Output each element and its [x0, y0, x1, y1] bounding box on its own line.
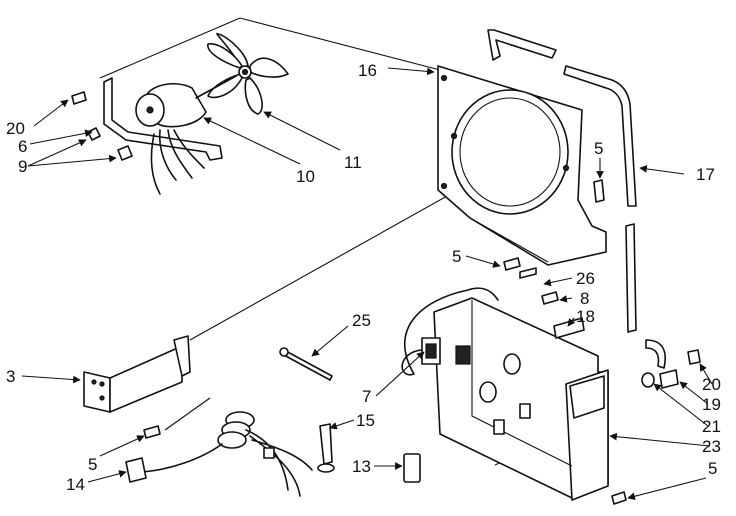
callout-25: 25 [352, 311, 371, 330]
fan-shroud-panel [437, 65, 607, 266]
power-cord [125, 411, 313, 497]
fan-blade [207, 32, 289, 115]
callout-8: 8 [580, 289, 589, 308]
callout-17: 17 [696, 165, 715, 184]
callout-20-right: 20 [702, 375, 721, 394]
callout-21: 21 [702, 417, 721, 436]
callout-18: 18 [576, 307, 595, 326]
callout-leaders [21, 67, 713, 501]
thermostat-probe [279, 347, 333, 381]
callout-23: 23 [702, 437, 721, 456]
screws-right [503, 179, 627, 505]
capacitor [403, 453, 421, 483]
thermostat-control [401, 287, 499, 376]
callout-5-mid: 5 [452, 247, 461, 266]
callout-26: 26 [576, 269, 595, 288]
callout-16: 16 [358, 61, 377, 80]
callout-13: 13 [352, 457, 371, 476]
callout-20-left: 20 [6, 119, 25, 138]
control-panel-assembly [433, 297, 609, 501]
clamp-hardware [641, 339, 701, 389]
screw-15 [317, 423, 335, 473]
gasket-strips [487, 29, 637, 333]
callout-11: 11 [344, 153, 362, 172]
callout-19: 19 [702, 395, 721, 414]
callout-labels: 16 20 6 9 10 11 5 17 5 26 8 18 25 3 7 15… [6, 61, 721, 494]
callout-9: 9 [18, 157, 27, 176]
callout-14: 14 [66, 475, 85, 494]
callout-5-top: 5 [594, 139, 603, 158]
callout-7: 7 [362, 387, 371, 406]
screw-5-bracket [143, 425, 161, 439]
callout-15: 15 [356, 411, 375, 430]
callout-3: 3 [6, 367, 15, 386]
callout-6: 6 [18, 137, 27, 156]
fastener-screws-left [71, 91, 133, 161]
fan-motor [103, 75, 237, 195]
callout-10: 10 [296, 167, 315, 186]
callout-5-left: 5 [88, 455, 97, 474]
mounting-bracket [83, 335, 191, 413]
callout-5-bottom: 5 [708, 459, 717, 478]
